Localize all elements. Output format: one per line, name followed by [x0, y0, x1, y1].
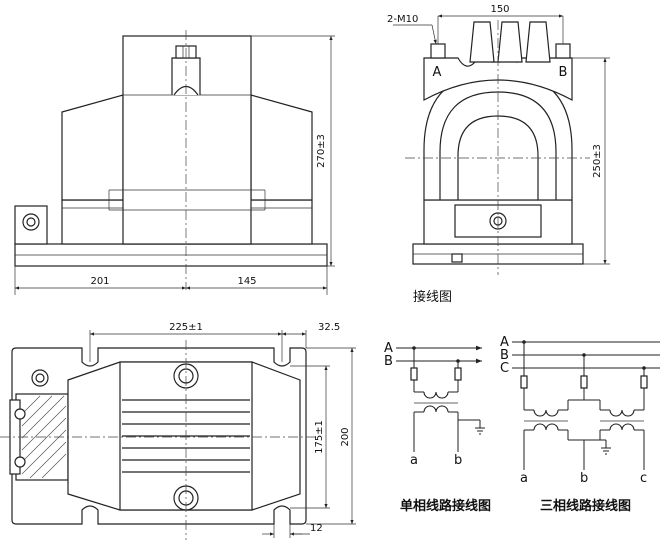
single-line-a-label: A [384, 341, 393, 356]
three-line-c-label: C [500, 361, 509, 376]
top-offset-dim: 32.5 [318, 322, 340, 333]
three-secondary-coil-right [609, 423, 635, 431]
terminal-b-label: B [559, 65, 568, 80]
top-mount-depth-dim: 175±1 [314, 420, 325, 454]
side-view: A B 150 2-M10 250±3 [387, 4, 610, 275]
front-left-dim: 201 [90, 276, 109, 287]
front-mount-ear [14, 205, 48, 245]
single-out-b: b [454, 453, 462, 468]
three-line-b-label: B [500, 348, 509, 363]
side-height-dim: 250±3 [592, 144, 603, 178]
top-slot-dim: 12 [310, 523, 323, 534]
side-terminal-b-nut [555, 43, 571, 59]
front-view: 270±3 201 145 [14, 30, 335, 295]
three-out-b: b [580, 471, 588, 486]
single-phase-diagram: A B a b 单相线路接线图 [384, 341, 491, 514]
three-fuse-b [580, 375, 588, 389]
top-mount-spacing-dim: 225±1 [169, 322, 203, 333]
three-out-a: a [520, 471, 528, 486]
three-phase-caption: 三相线路接线图 [540, 498, 631, 514]
wiring-section-title: 接线图 [413, 289, 452, 305]
single-fuse-a [410, 367, 418, 381]
three-secondary-coil-left [533, 423, 559, 431]
three-phase-diagram: A B C [500, 335, 660, 514]
front-height-dim: 270±3 [316, 134, 327, 168]
single-fuse-b [454, 367, 462, 381]
front-right-dim: 145 [237, 276, 256, 287]
side-width-dim: 150 [490, 4, 509, 15]
three-fuse-a [520, 375, 528, 389]
single-secondary-coil [423, 405, 449, 413]
single-out-a: a [410, 453, 418, 468]
terminal-a-label: A [433, 65, 442, 80]
three-out-c: c [640, 471, 647, 486]
bolt-label: 2-M10 [387, 14, 418, 25]
top-view: 225±1 32.5 175±1 200 12 [0, 322, 356, 540]
top-depth-dim: 200 [340, 427, 351, 446]
three-line-a-label: A [500, 335, 509, 350]
three-primary-coil-right [609, 409, 635, 417]
single-primary-coil [423, 391, 449, 399]
side-terminal-a-nut [430, 43, 446, 59]
single-line-b-label: B [384, 354, 393, 369]
three-fuse-c [640, 375, 648, 389]
three-primary-coil-left [533, 409, 559, 417]
single-phase-caption: 单相线路接线图 [400, 498, 491, 514]
top-hatched-ear [21, 395, 67, 479]
